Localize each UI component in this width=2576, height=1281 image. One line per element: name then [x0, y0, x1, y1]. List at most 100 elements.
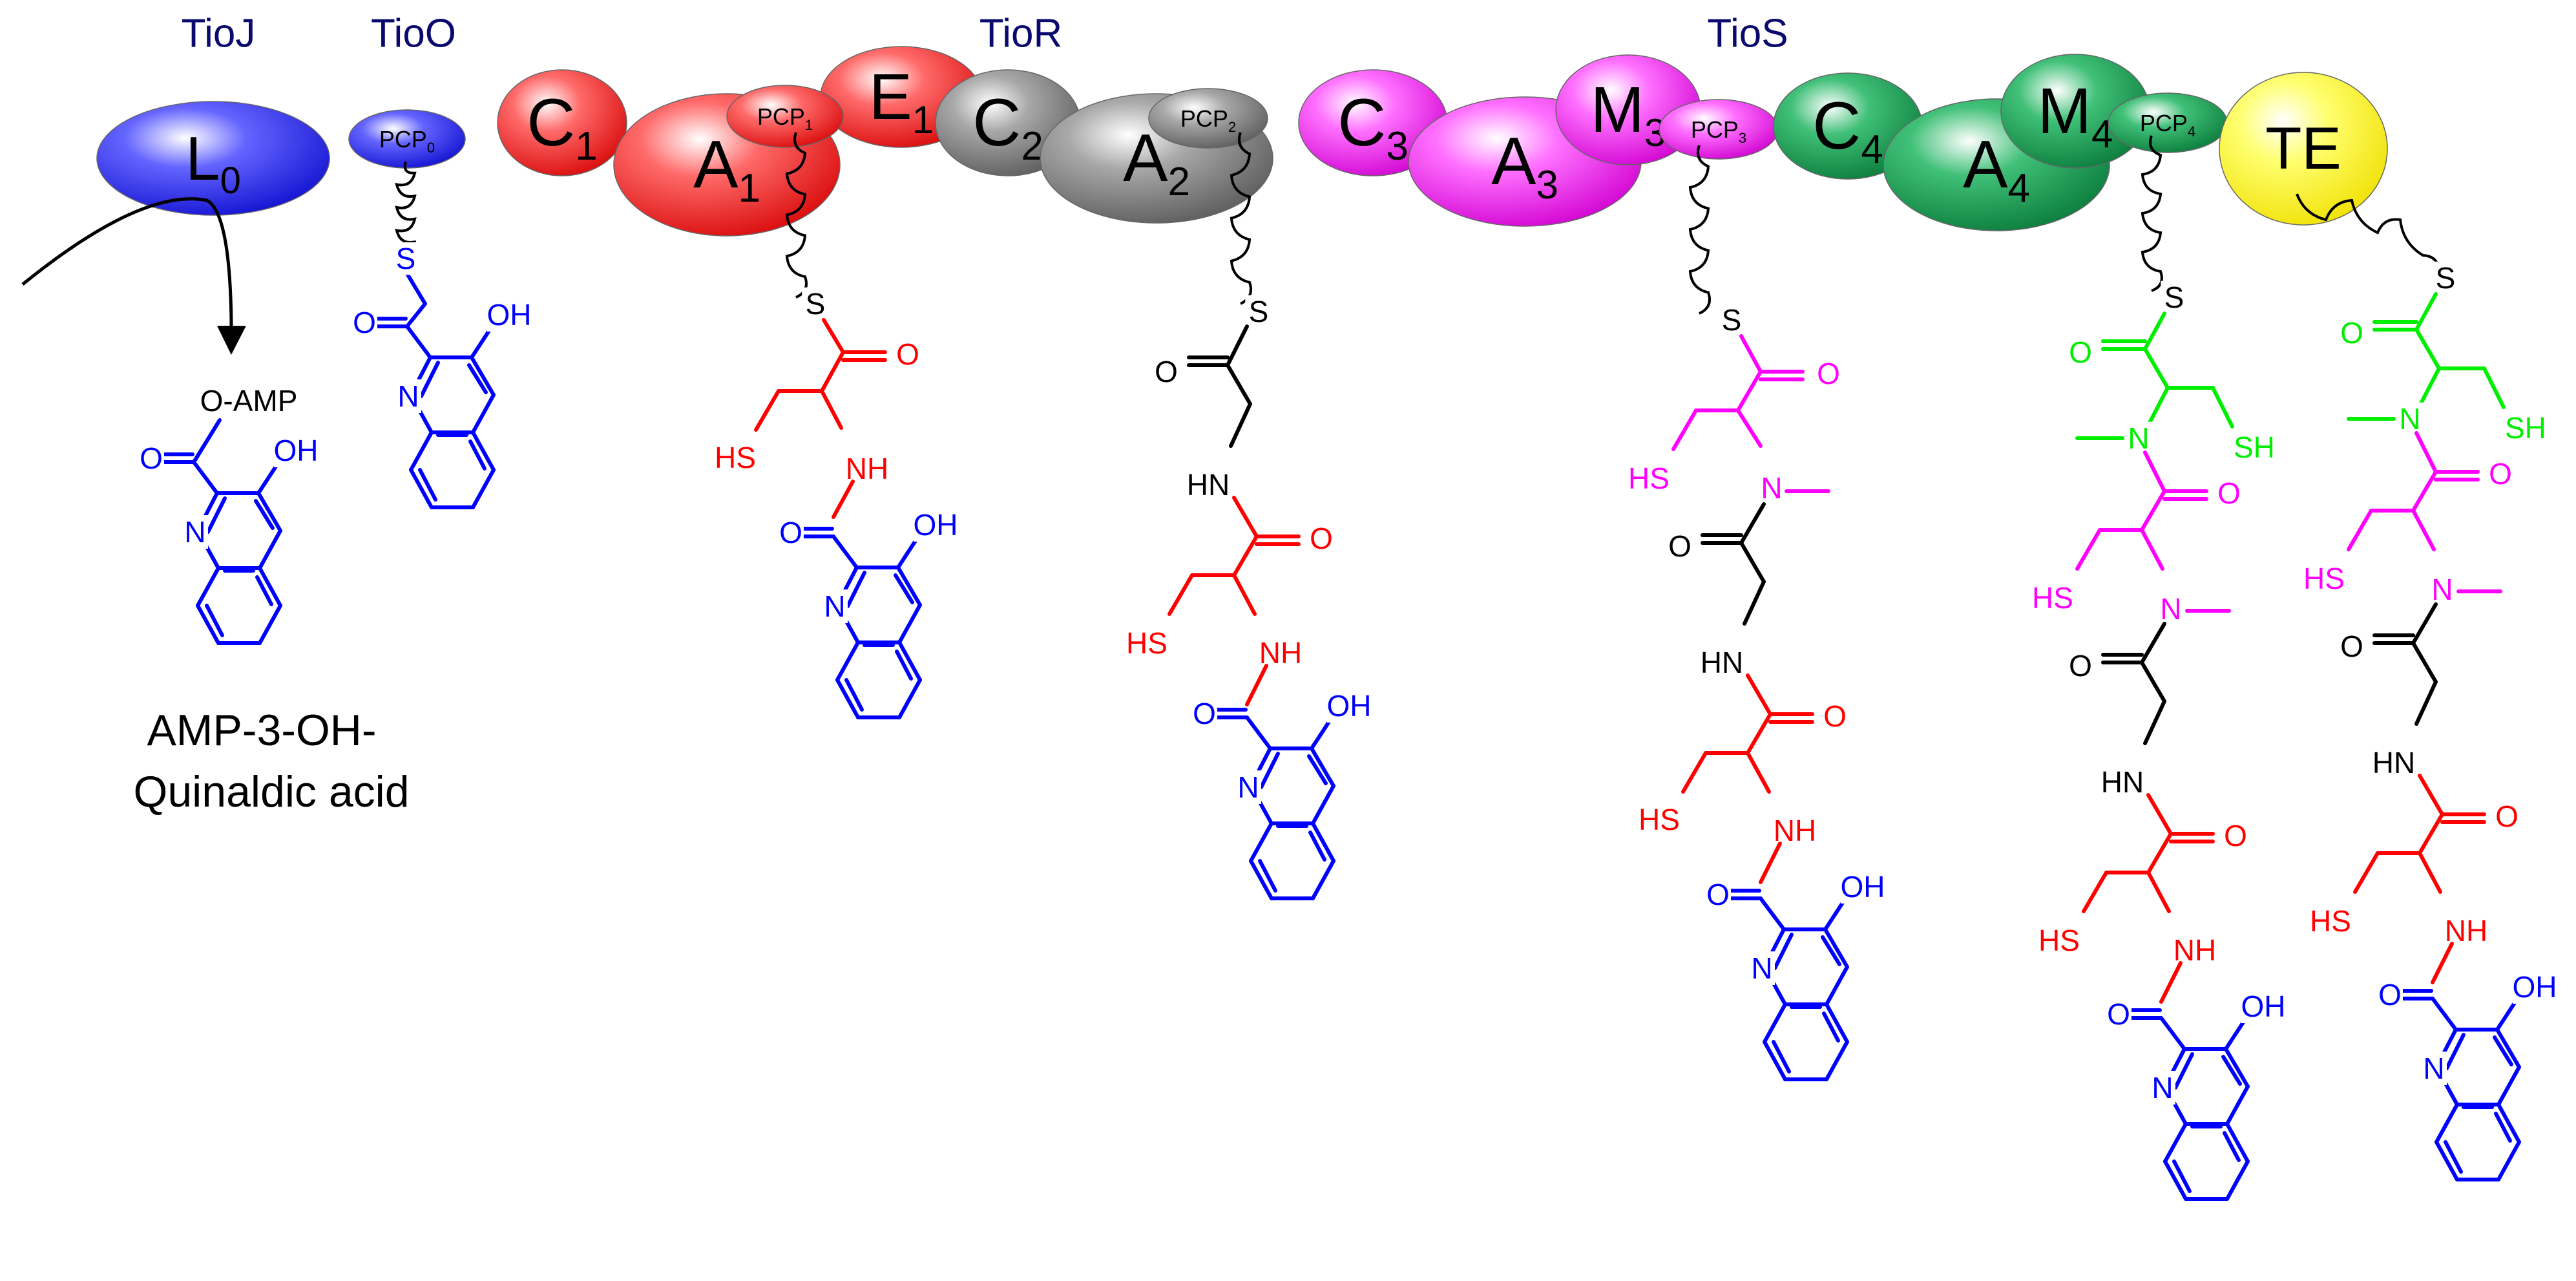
pcp3-arm: [1688, 145, 1712, 315]
thioester-bond: [404, 270, 427, 306]
bond: [896, 566, 922, 607]
bond: [2418, 366, 2441, 408]
bond: [196, 566, 220, 608]
atom-o-pcp4: O: [2069, 335, 2092, 369]
bond: [2411, 641, 2438, 684]
bond: [2225, 1085, 2250, 1126]
bond: [2414, 680, 2438, 726]
atom-mask: [2370, 746, 2418, 779]
atom-hs2-te: HS: [2310, 904, 2351, 938]
bond: [2146, 832, 2173, 874]
atom-mask: [802, 287, 829, 321]
bond: [409, 468, 434, 509]
atom-mask: [351, 306, 377, 339]
domain-pcp2-label: PCP2: [1180, 105, 1236, 135]
atom-mask: [1191, 697, 1217, 730]
bond: [2223, 1131, 2241, 1162]
atom-mask: [2099, 765, 2146, 799]
atom-mask: [2171, 933, 2219, 967]
bond: [1763, 1002, 1787, 1044]
pcp1-arm: [785, 132, 808, 299]
bond: [2163, 1122, 2188, 1163]
bond: [1739, 502, 1766, 545]
atom-mask: [1821, 699, 1848, 733]
atom-o2-pcp4: O: [2217, 476, 2241, 510]
atom-mask: [2502, 411, 2550, 445]
bond: [897, 603, 922, 644]
bond: [2494, 1112, 2512, 1143]
bond: [418, 468, 437, 502]
bond: [1746, 751, 1771, 794]
domain-a4-label: A4: [1963, 127, 2030, 211]
bond: [1232, 496, 1259, 538]
bond: [409, 430, 434, 472]
atom-hn-te: HN: [2372, 746, 2415, 779]
atom-mask: [1235, 770, 1261, 804]
bond: [1311, 859, 1335, 900]
bond: [2143, 347, 2170, 390]
bond: [471, 393, 496, 434]
atom-mask: [1758, 471, 1785, 505]
protein-label-tioj: TioJ: [182, 12, 256, 56]
atom-hn-pcp2: HN: [1187, 468, 1230, 502]
atom-mask: [2029, 581, 2077, 615]
bond: [1759, 842, 1782, 884]
bond: [1823, 927, 1849, 969]
atom-mask: [2338, 316, 2365, 350]
atom-o-pcp3: O: [1817, 357, 1840, 390]
atom-mask: [2442, 914, 2490, 948]
bond: [820, 350, 845, 393]
atom-o: O: [1706, 878, 1730, 911]
bond: [2211, 386, 2234, 429]
bond: [468, 439, 487, 471]
bond: [2221, 1055, 2242, 1086]
atom-o2-pcp2: O: [1310, 522, 1333, 555]
bond: [2140, 661, 2166, 703]
atom-mask: [1718, 303, 1745, 337]
atom-mask: [2106, 997, 2131, 1031]
bond: [895, 650, 913, 681]
bond: [1773, 933, 1794, 970]
atom-mask: [843, 452, 891, 485]
bond: [1259, 752, 1280, 789]
atom-mask: [1245, 295, 1272, 328]
atom-o2-te: O: [2489, 457, 2512, 491]
atom-n-te: N: [2399, 402, 2420, 436]
atom-n: N: [397, 379, 419, 413]
bond: [1226, 324, 1249, 367]
caption-line1: AMP-3-OH-: [147, 706, 376, 755]
domain-pcp0-label: PCP0: [379, 126, 435, 156]
bond: [1311, 784, 1335, 825]
pcp2-arm: [1230, 132, 1253, 305]
atom-mask: [1698, 646, 1746, 679]
bond: [467, 363, 488, 394]
atom-hs-pcp4: HS: [2032, 581, 2073, 615]
bond: [254, 499, 275, 530]
atom-mask: [1625, 461, 1673, 495]
atom-mask: [2035, 924, 2083, 957]
atom-hn-pcp3: HN: [1701, 646, 1743, 679]
bond: [2435, 1103, 2459, 1144]
domain-l0: [96, 101, 330, 216]
domain-pcp1: [726, 85, 844, 148]
bond: [897, 640, 922, 682]
atom-oh: OH: [487, 298, 532, 332]
atom-oh: OH: [2513, 970, 2557, 1004]
bond: [832, 535, 859, 569]
atom-n: N: [2152, 1071, 2173, 1105]
bond: [255, 575, 273, 606]
bond: [1226, 363, 1252, 406]
atom-mask: [2215, 476, 2243, 510]
bond: [1825, 965, 1849, 1006]
bond: [2497, 1103, 2521, 1144]
atom-s-pcp2: S: [1249, 295, 1269, 328]
domain-c1: [497, 69, 627, 176]
atom-mask: [274, 434, 318, 467]
atom-mask: [2493, 799, 2520, 833]
atom-o3-te: O: [2340, 630, 2363, 663]
atom-o: O: [1193, 697, 1216, 730]
protein-label-tios: TioS: [1707, 12, 1788, 56]
